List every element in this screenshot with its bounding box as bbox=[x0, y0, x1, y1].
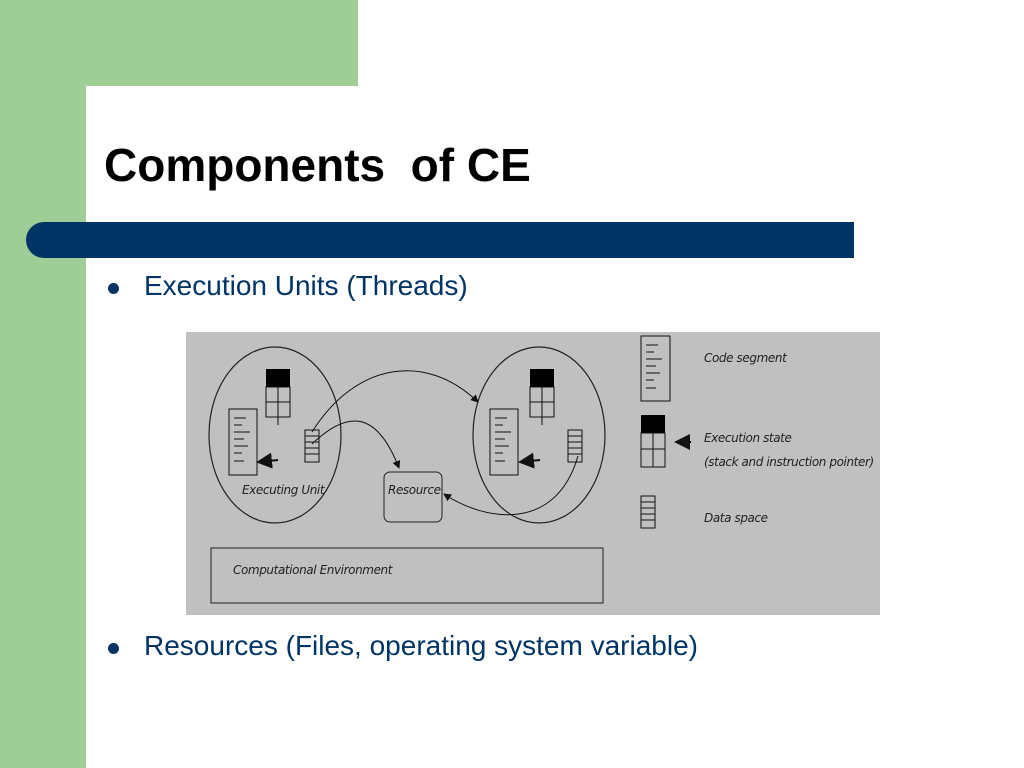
legend-execution-state-icon bbox=[640, 415, 666, 468]
executing-unit-label: Executing Unit bbox=[242, 483, 326, 497]
green-top-band bbox=[0, 0, 358, 86]
legend-code-segment-icon bbox=[640, 335, 671, 402]
legend-code-segment-label: Code segment bbox=[704, 351, 788, 365]
bullet-dot-icon bbox=[108, 283, 119, 294]
bullet-text: Resources (Files, operating system varia… bbox=[144, 630, 698, 661]
slide-title: Components of CE bbox=[104, 139, 531, 191]
code-segment-icon bbox=[228, 408, 258, 476]
executing-unit-ellipse-left bbox=[208, 346, 342, 524]
data-space-icon bbox=[567, 429, 583, 463]
execution-state-icon bbox=[265, 369, 291, 425]
resource-label: Resource bbox=[388, 483, 441, 497]
ce-components-diagram: Executing Unit Resource Computational En… bbox=[186, 332, 880, 615]
computational-environment-box bbox=[210, 547, 604, 604]
resource-binding-arrow bbox=[311, 420, 401, 469]
execution-state-icon bbox=[529, 369, 555, 425]
code-segment-icon bbox=[489, 408, 519, 476]
migration-arrow bbox=[311, 370, 479, 433]
title-underline-bar bbox=[26, 222, 854, 258]
resource-box bbox=[383, 471, 443, 523]
instruction-pointer-arrow bbox=[256, 452, 279, 469]
resource-binding-arrow bbox=[443, 455, 579, 516]
green-side-band bbox=[0, 0, 86, 768]
executing-unit-ellipse-right bbox=[472, 346, 606, 524]
legend-data-space-icon bbox=[640, 495, 656, 529]
instruction-pointer-arrow bbox=[518, 452, 541, 469]
bullet-dot-icon bbox=[108, 643, 119, 654]
legend-execution-state-label: Execution state bbox=[704, 431, 791, 445]
computational-environment-label: Computational Environment bbox=[233, 563, 394, 577]
bullet-text: Execution Units (Threads) bbox=[144, 270, 468, 301]
data-space-icon bbox=[304, 429, 320, 463]
legend-data-space-label: Data space bbox=[704, 511, 768, 525]
legend-execution-state-sublabel: (stack and instruction pointer) bbox=[704, 455, 874, 469]
